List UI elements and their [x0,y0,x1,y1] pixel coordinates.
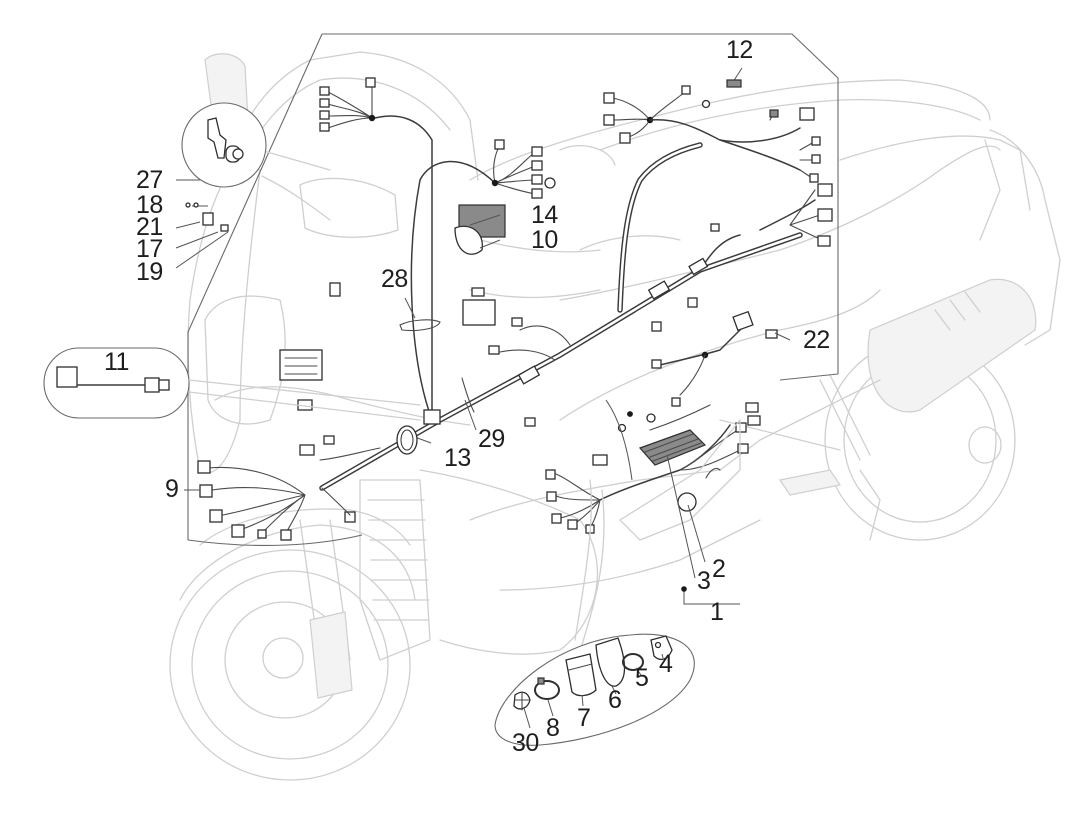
callout-2: 2 [712,555,726,583]
radiator-grille [367,499,430,621]
rear-top-connector-cluster [603,85,821,183]
clip-4 [650,635,673,661]
inset-11-cable [43,347,421,421]
scooter-body-outline [169,51,1061,781]
grommet-13 [396,425,418,455]
left-front-connector-cluster [197,460,356,541]
callout-10: 10 [531,226,558,254]
callout-14: 14 [531,201,558,229]
callout-6: 6 [608,686,622,714]
callout-27: 27 [136,166,163,194]
callout-17: 17 [136,235,163,263]
cable-tie-6 [595,637,626,687]
callout-12: 12 [726,36,753,64]
callout-3: 3 [697,567,711,595]
lower-harness [545,402,761,541]
inset-27-parts [185,202,229,232]
callout-22: 22 [803,326,830,354]
callout-21: 21 [136,213,163,241]
callout-7: 7 [577,704,591,732]
inset-27-clip [181,102,267,188]
callout-9: 9 [165,475,179,503]
callout-11: 11 [104,348,129,376]
inset-clamps [494,633,695,746]
main-harness-trunk [319,115,803,491]
callout-18: 18 [136,191,163,219]
headlight-connectors [297,399,381,461]
front-top-connector-cluster [319,77,376,132]
clamp-5 [622,653,644,671]
callout-5: 5 [635,664,649,692]
clamp-30 [513,691,531,711]
right-side-connector-cluster [651,183,833,396]
callout-8: 8 [546,714,560,742]
ecu-grid [638,429,707,466]
cable-tie-7 [565,653,597,697]
callout-1: 1 [710,598,724,626]
clamp-8 [534,677,560,700]
harness-sleeves [423,257,709,425]
callout-19: 19 [136,258,163,286]
leader-lines [175,67,791,646]
relay-box [279,349,323,381]
callout-13: 13 [444,444,471,472]
callout-29: 29 [478,425,505,453]
dash-connector-cluster [491,139,616,199]
harness-frame [187,33,839,546]
callout-30: 30 [512,729,539,757]
callout-4: 4 [659,650,673,678]
central-components [279,204,681,427]
callout-28: 28 [381,265,408,293]
